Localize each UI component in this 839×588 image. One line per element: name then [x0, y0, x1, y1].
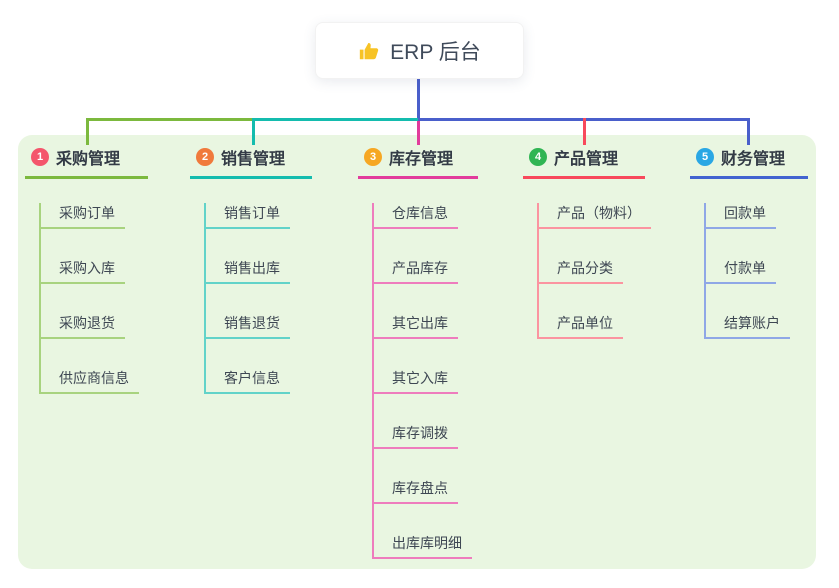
branch-items-product: 产品（物料） 产品分类 产品单位: [537, 203, 651, 339]
tree-item[interactable]: 销售退货: [206, 313, 290, 339]
connector-root: [417, 79, 420, 121]
tree-item[interactable]: 其它入库: [374, 368, 458, 394]
tree-item[interactable]: 供应商信息: [41, 368, 139, 394]
tree-item[interactable]: 出库库明细: [374, 533, 472, 559]
branch-title: 采购管理: [56, 151, 121, 168]
connector-rail-purchase: [86, 118, 254, 121]
root-node[interactable]: ERP 后台: [315, 22, 524, 79]
branch-number-badge: 3: [364, 148, 382, 166]
connector-rail-sales: [253, 118, 418, 121]
tree-item[interactable]: 库存盘点: [374, 478, 458, 504]
branches-panel: [18, 135, 816, 569]
branch-number-badge: 1: [31, 148, 49, 166]
tree-item[interactable]: 产品单位: [539, 313, 623, 339]
tree-item[interactable]: 付款单: [706, 258, 776, 284]
tree-item[interactable]: 结算账户: [706, 313, 790, 339]
connector-drop-sales: [252, 118, 255, 145]
connector-drop-finance: [747, 118, 750, 145]
branch-title: 财务管理: [721, 151, 786, 168]
branch-title: 产品管理: [554, 151, 619, 168]
root-title: ERP 后台: [390, 40, 481, 64]
connector-drop-product: [583, 118, 586, 145]
tree-item[interactable]: 其它出库: [374, 313, 458, 339]
branch-finance: 5 财务管理 回款单 付款单 结算账户: [690, 145, 808, 339]
tree-item[interactable]: 销售订单: [206, 203, 290, 229]
branch-header-inventory[interactable]: 3 库存管理: [358, 145, 478, 179]
branch-inventory: 3 库存管理 仓库信息 产品库存 其它出库 其它入库 库存调拨 库存盘点 出库库…: [358, 145, 478, 559]
tree-item[interactable]: 产品库存: [374, 258, 458, 284]
branch-number-badge: 4: [529, 148, 547, 166]
connector-drop-inventory: [417, 121, 420, 145]
branch-purchase: 1 采购管理 采购订单 采购入库 采购退货 供应商信息: [25, 145, 148, 394]
branch-header-finance[interactable]: 5 财务管理: [690, 145, 808, 179]
branch-title: 销售管理: [221, 151, 286, 168]
branch-header-product[interactable]: 4 产品管理: [523, 145, 645, 179]
tree-item[interactable]: 库存调拨: [374, 423, 458, 449]
tree-item[interactable]: 采购入库: [41, 258, 125, 284]
branch-header-purchase[interactable]: 1 采购管理: [25, 145, 148, 179]
thumbs-up-icon: [358, 40, 380, 62]
branch-number-badge: 5: [696, 148, 714, 166]
connector-drop-purchase: [86, 118, 89, 145]
branch-number-badge: 2: [196, 148, 214, 166]
tree-item[interactable]: 回款单: [706, 203, 776, 229]
branch-sales: 2 销售管理 销售订单 销售出库 销售退货 客户信息: [190, 145, 312, 394]
branch-product: 4 产品管理 产品（物料） 产品分类 产品单位: [523, 145, 651, 339]
branch-header-sales[interactable]: 2 销售管理: [190, 145, 312, 179]
tree-item[interactable]: 产品分类: [539, 258, 623, 284]
tree-item[interactable]: 仓库信息: [374, 203, 458, 229]
branch-title: 库存管理: [389, 151, 454, 168]
tree-item[interactable]: 采购订单: [41, 203, 125, 229]
branch-items-inventory: 仓库信息 产品库存 其它出库 其它入库 库存调拨 库存盘点 出库库明细: [372, 203, 478, 559]
tree-item[interactable]: 产品（物料）: [539, 203, 651, 229]
branch-items-purchase: 采购订单 采购入库 采购退货 供应商信息: [39, 203, 148, 394]
tree-item[interactable]: 销售出库: [206, 258, 290, 284]
tree-item[interactable]: 采购退货: [41, 313, 125, 339]
branch-items-finance: 回款单 付款单 结算账户: [704, 203, 808, 339]
tree-item[interactable]: 客户信息: [206, 368, 290, 394]
branch-items-sales: 销售订单 销售出库 销售退货 客户信息: [204, 203, 312, 394]
